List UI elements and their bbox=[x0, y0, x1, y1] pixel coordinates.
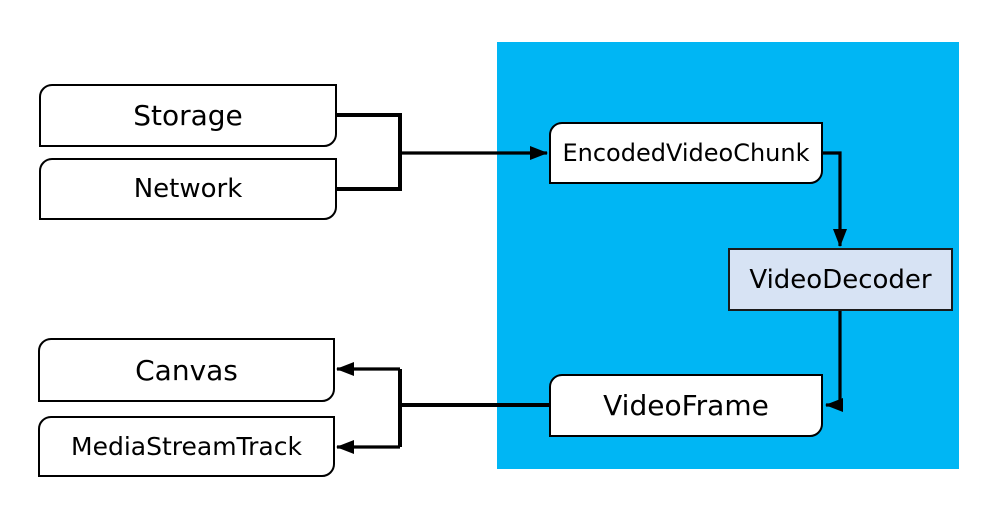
node-media-stream-track: MediaStreamTrack bbox=[38, 416, 335, 477]
node-storage: Storage bbox=[39, 84, 337, 147]
node-video-decoder: VideoDecoder bbox=[728, 248, 953, 311]
node-video-frame: VideoFrame bbox=[549, 374, 823, 437]
node-encoded-video-chunk-label: EncodedVideoChunk bbox=[562, 139, 810, 167]
node-storage-label: Storage bbox=[133, 99, 243, 132]
edge-encoded-video-chunk-to-video-decoder bbox=[823, 151, 847, 247]
node-encoded-video-chunk: EncodedVideoChunk bbox=[549, 122, 823, 184]
edge-video-frame-output-trunk bbox=[398, 369, 549, 447]
node-video-frame-label: VideoFrame bbox=[603, 389, 769, 422]
node-canvas: Canvas bbox=[38, 338, 335, 402]
edge-storage-network-merge bbox=[337, 113, 402, 191]
node-canvas-label: Canvas bbox=[135, 353, 238, 387]
node-video-decoder-label: VideoDecoder bbox=[749, 264, 932, 295]
edge-video-decoder-to-video-frame bbox=[825, 311, 843, 412]
node-network: Network bbox=[39, 158, 337, 220]
node-media-stream-track-label: MediaStreamTrack bbox=[71, 432, 302, 461]
node-network-label: Network bbox=[133, 174, 243, 204]
